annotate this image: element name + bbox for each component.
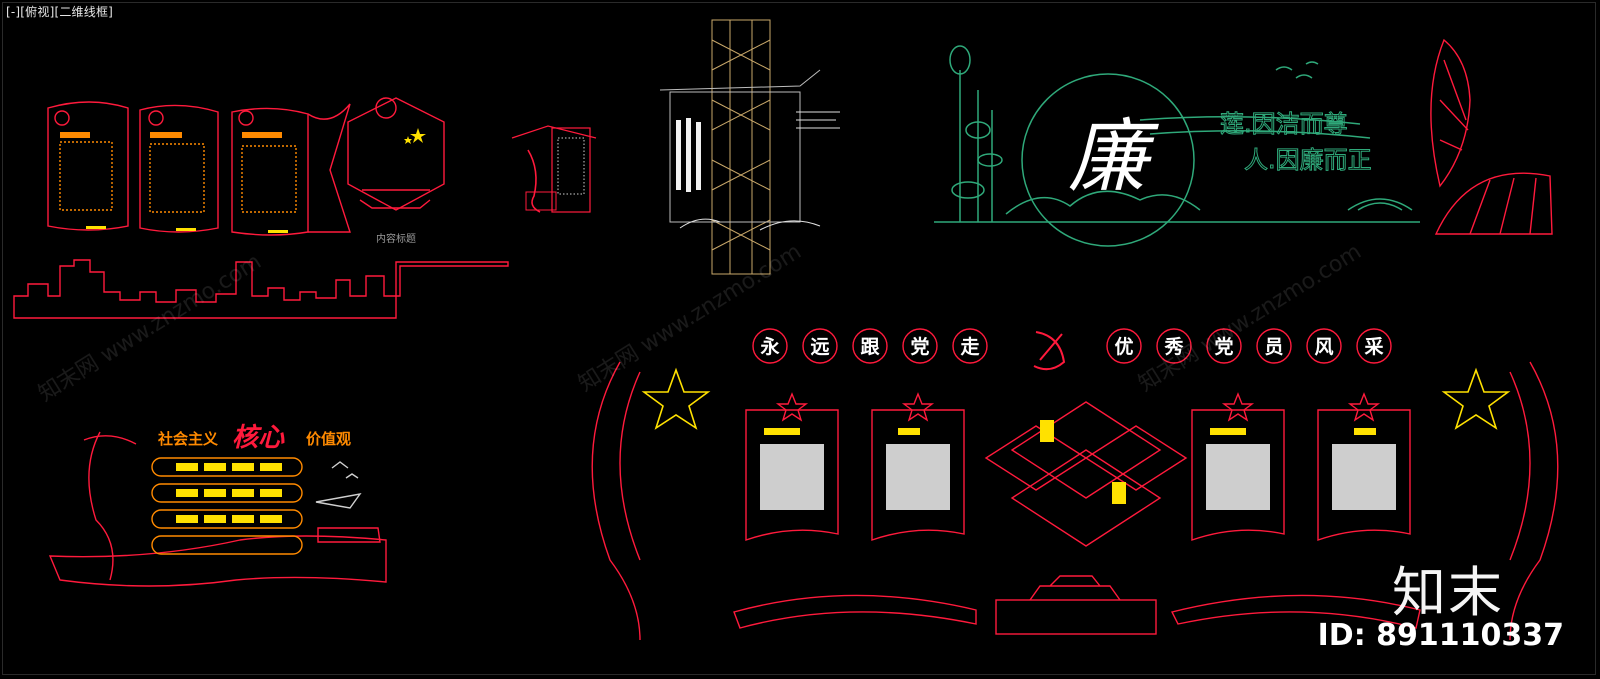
board4-slogan-right: 优 秀 党 员 风 采	[1114, 335, 1383, 358]
board1-caption: 内容标题	[376, 232, 416, 245]
svg-text:党: 党	[1214, 335, 1233, 358]
id-watermark: ID: 891110337	[1317, 618, 1564, 653]
brand-watermark: 知末	[1392, 561, 1504, 624]
board3-phrase1: 莲.因洁而尊	[1220, 110, 1348, 138]
svg-text:党: 党	[910, 335, 929, 358]
svg-text:走: 走	[960, 336, 979, 358]
viewport-label[interactable]: [-][俯视][二维线框]	[6, 5, 114, 19]
svg-text:优: 优	[1114, 335, 1133, 358]
svg-text:秀: 秀	[1163, 336, 1184, 358]
board4-showcase	[591, 328, 1559, 641]
svg-text:远: 远	[810, 336, 829, 358]
svg-text:永: 永	[759, 335, 780, 358]
svg-text:风: 风	[1314, 336, 1333, 358]
board4-yellow-stars	[641, 367, 1511, 430]
board1-orange-titles	[60, 132, 288, 233]
board1-party-wall	[13, 97, 509, 319]
board4-slogan-left: 永 远 跟 党 走	[759, 335, 979, 358]
svg-text:跟: 跟	[860, 336, 879, 358]
board3-big-char: 廉	[1068, 110, 1159, 203]
lattice-white-text	[676, 118, 701, 192]
small-standee	[511, 125, 597, 213]
board2-title-c: 价值观	[306, 430, 351, 448]
hexagon-frame	[347, 97, 445, 211]
board2-title-b: 核心	[232, 423, 285, 453]
board2-core-values	[48, 431, 387, 587]
board4-panel-titles	[764, 420, 1376, 504]
lattice-board	[659, 19, 840, 275]
board4-panel-text	[760, 444, 1396, 510]
board3-phrase2: 人.因廉而正	[1244, 146, 1372, 174]
board3-red-fans	[1430, 38, 1553, 235]
svg-text:员: 员	[1264, 336, 1283, 358]
board3-lotus-wall	[934, 45, 1420, 247]
board2-value-chips	[176, 463, 282, 523]
board2-title-a: 社会主义	[157, 430, 218, 448]
big-circle	[1021, 73, 1195, 247]
svg-text:采: 采	[1364, 336, 1383, 358]
board1-stars	[404, 128, 426, 144]
